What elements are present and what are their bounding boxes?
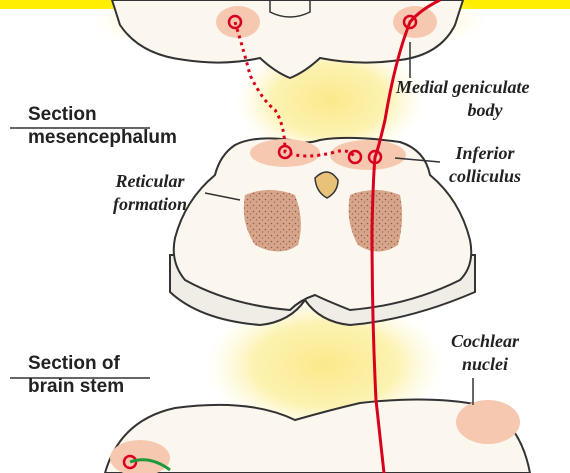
cochlear-nuclei-label-line1: Cochlear: [451, 331, 520, 351]
right-cochlear-nucleus: [456, 400, 520, 444]
inferior-colliculus-label-line2: colliculus: [449, 166, 521, 186]
medial-geniculate-label-line1: Medial geniculate: [395, 77, 530, 97]
section-mesencephalum-label-line2: mesencephalum: [28, 127, 177, 148]
medial-geniculate-label-line2: body: [468, 100, 504, 120]
cochlear-nuclei-label-line2: nuclei: [462, 354, 508, 374]
reticular-formation-label-line1: Reticular: [114, 171, 185, 191]
left-medial-geniculate: [216, 6, 260, 38]
right-inferior-colliculus: [330, 140, 406, 170]
section-labels: Section mesencephalum Section of brain s…: [28, 104, 177, 397]
section-brain-stem-label-line2: brain stem: [28, 376, 124, 397]
inferior-colliculus-label-line1: Inferior: [454, 143, 515, 163]
section-mesencephalum-label-line1: Section: [28, 104, 97, 125]
mesencephalum-section: [170, 138, 475, 325]
reticular-formation-label-line2: formation: [113, 194, 187, 214]
section-brain-stem-label-line1: Section of: [28, 353, 121, 374]
right-reticular-formation: [349, 190, 402, 252]
